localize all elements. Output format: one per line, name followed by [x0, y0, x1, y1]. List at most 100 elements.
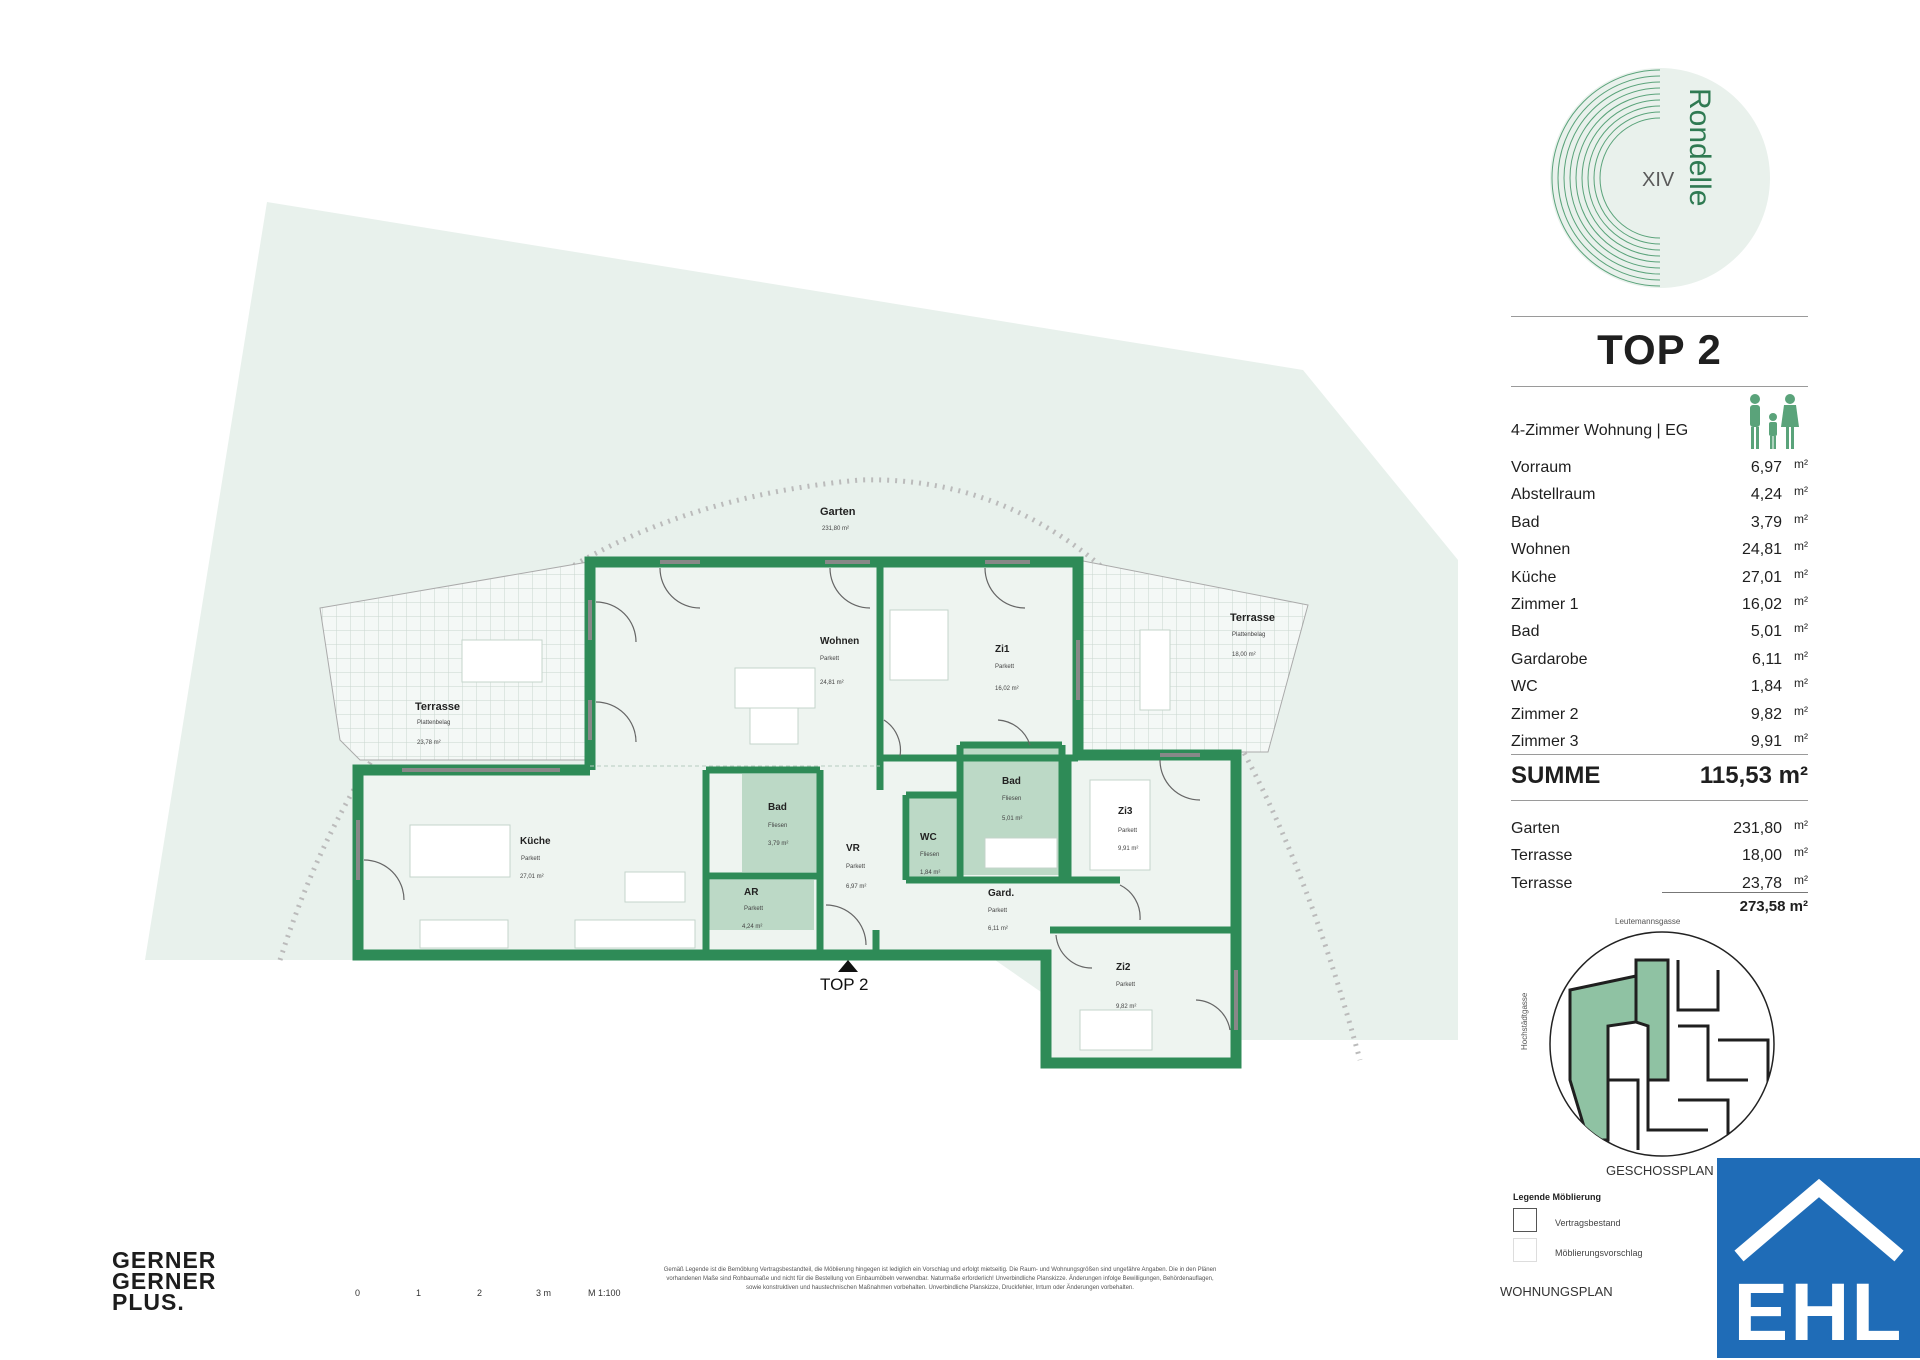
floor-plan: Garten 231,80 m² Terrasse Plattenbelag 2… — [145, 202, 1458, 1069]
developer-logo-line: GERNER — [112, 1247, 217, 1273]
room-area: 1,84 — [1750, 678, 1782, 696]
garden-area: 231,80 m² — [822, 526, 849, 532]
room-area-unit: m² — [1794, 703, 1808, 718]
outdoor-area-unit: m² — [1794, 872, 1808, 887]
room-bad-large-floor: Fliesen — [1002, 796, 1021, 802]
room-area: 9,82 — [1750, 705, 1782, 723]
room-area-unit: m² — [1794, 457, 1808, 471]
summe-label: SUMME — [1511, 762, 1601, 789]
room-area-unit: m² — [1794, 594, 1808, 608]
room-area-unit: m² — [1794, 731, 1808, 745]
terrace-left-area: 23,78 m² — [417, 740, 441, 746]
summe-rule-bottom — [1511, 800, 1808, 801]
room-area: 9,91 — [1750, 733, 1782, 750]
inner-walls — [702, 562, 1236, 955]
outdoor-area-unit: m² — [1794, 845, 1808, 860]
ehl-logo-text: EHL — [1733, 1267, 1904, 1358]
room-area: 27,01 — [1741, 568, 1782, 586]
room-zi3-area: 9,91 m² — [1118, 846, 1138, 852]
room-area-unit: m² — [1794, 511, 1808, 526]
title-rule-bottom — [1511, 386, 1808, 387]
room-area-unit: m² — [1794, 648, 1808, 663]
windows — [356, 560, 1238, 1030]
outdoor-name: Garten — [1511, 820, 1560, 837]
room-area-unit: m² — [1794, 484, 1808, 499]
room-bad-small-area: 3,79 m² — [768, 841, 788, 847]
room-wc-title: WC — [920, 832, 937, 843]
entry-arrow-icon — [838, 960, 858, 972]
room-name: Gardarobe — [1511, 650, 1588, 668]
room-area: 6,11 — [1752, 650, 1782, 668]
room-kueche-area: 27,01 m² — [520, 874, 544, 880]
outdoor-area-row: Terrasse 18,00 m² — [1511, 845, 1808, 874]
room-name: Abstellraum — [1511, 486, 1596, 504]
scale-tick-2: 2 — [477, 1288, 483, 1298]
summe-value: 115,53 m² — [1699, 762, 1808, 789]
rondelle-roman: XIV — [1642, 169, 1675, 191]
terrace-right-floor: Plattenbelag — [1232, 632, 1265, 638]
room-area-unit: m² — [1794, 566, 1808, 581]
title-rule-top — [1511, 316, 1808, 317]
room-wc-area: 1,84 m² — [920, 870, 940, 876]
outdoor-area-row: Terrasse 23,78 m² — [1511, 872, 1808, 902]
room-name: WC — [1511, 678, 1538, 696]
legend-item-vertragsbestand: Vertragsbestand — [1555, 1218, 1621, 1228]
room-name: Bad — [1511, 623, 1540, 641]
door-swings — [363, 567, 1231, 1031]
entry-label: TOP 2 — [820, 975, 869, 994]
room-zi3-title: Zi3 — [1118, 806, 1133, 817]
wc-floor — [910, 798, 956, 878]
scale-tick-0: 0 — [355, 1288, 361, 1298]
outdoor-area: 18,00 — [1741, 847, 1782, 865]
street-label-left: Hochstädtgasse — [1520, 992, 1529, 1050]
legend-swatch-vertragsbestand — [1513, 1208, 1537, 1232]
room-wc-floor: Fliesen — [920, 852, 939, 858]
room-zi1-title: Zi1 — [995, 644, 1010, 655]
room-name: Zimmer 3 — [1511, 733, 1579, 750]
room-area-row: WC 1,84 m² — [1511, 676, 1808, 705]
outdoor-total-rule — [1662, 892, 1808, 893]
scale-ratio: M 1:100 — [588, 1288, 621, 1298]
room-gard-title: Gard. — [988, 888, 1014, 899]
room-name: Bad — [1511, 513, 1540, 531]
room-area-row: Küche 27,01 m² — [1511, 566, 1808, 596]
family-icon — [1750, 394, 1799, 449]
geschossplan-map — [1549, 931, 1775, 1157]
outdoor-name: Terrasse — [1511, 874, 1573, 892]
room-kueche-floor: Parkett — [521, 856, 540, 862]
developer-logo-line: GERNER — [112, 1268, 217, 1294]
room-name: Zimmer 1 — [1511, 596, 1579, 613]
room-name: Wohnen — [1511, 541, 1571, 559]
summe-rule-top — [1511, 754, 1808, 755]
room-area-unit: m² — [1794, 676, 1808, 691]
developer-logo: GERNER GERNER PLUS. — [112, 1247, 217, 1315]
outer-walls — [352, 556, 1242, 1069]
apartment-type: 4-Zimmer Wohnung | EG — [1511, 422, 1689, 439]
outdoor-name: Terrasse — [1511, 847, 1573, 865]
developer-logo-line: PLUS. — [112, 1289, 185, 1315]
room-ar-floor: Parkett — [744, 906, 763, 912]
room-gard-area: 6,11 m² — [988, 926, 1008, 932]
geschossplan-label: GESCHOSSPLAN — [1606, 1163, 1714, 1178]
room-bad-small-floor: Fliesen — [768, 823, 787, 829]
room-wohnen-area: 24,81 m² — [820, 680, 844, 686]
room-zi2-area: 9,82 m² — [1116, 1004, 1136, 1010]
bad-small-floor — [742, 774, 818, 872]
ehl-logo: EHL — [1717, 1158, 1920, 1358]
room-zi2-title: Zi2 — [1116, 962, 1131, 973]
room-area-unit: m² — [1794, 539, 1808, 554]
disclaimer-text: Gemäß Legende ist die Bemöblung Vertrags… — [663, 1267, 1217, 1291]
room-area: 6,97 — [1750, 459, 1782, 476]
outdoor-area: 23,78 — [1741, 874, 1782, 892]
room-kueche-title: Küche — [520, 836, 551, 847]
room-name: Küche — [1511, 568, 1557, 586]
terrace-left-title: Terrasse — [415, 701, 460, 713]
outdoor-area-unit: m² — [1794, 818, 1808, 832]
room-gard-floor: Parkett — [988, 908, 1007, 914]
room-area-row: Gardarobe 6,11 m² — [1511, 648, 1808, 678]
